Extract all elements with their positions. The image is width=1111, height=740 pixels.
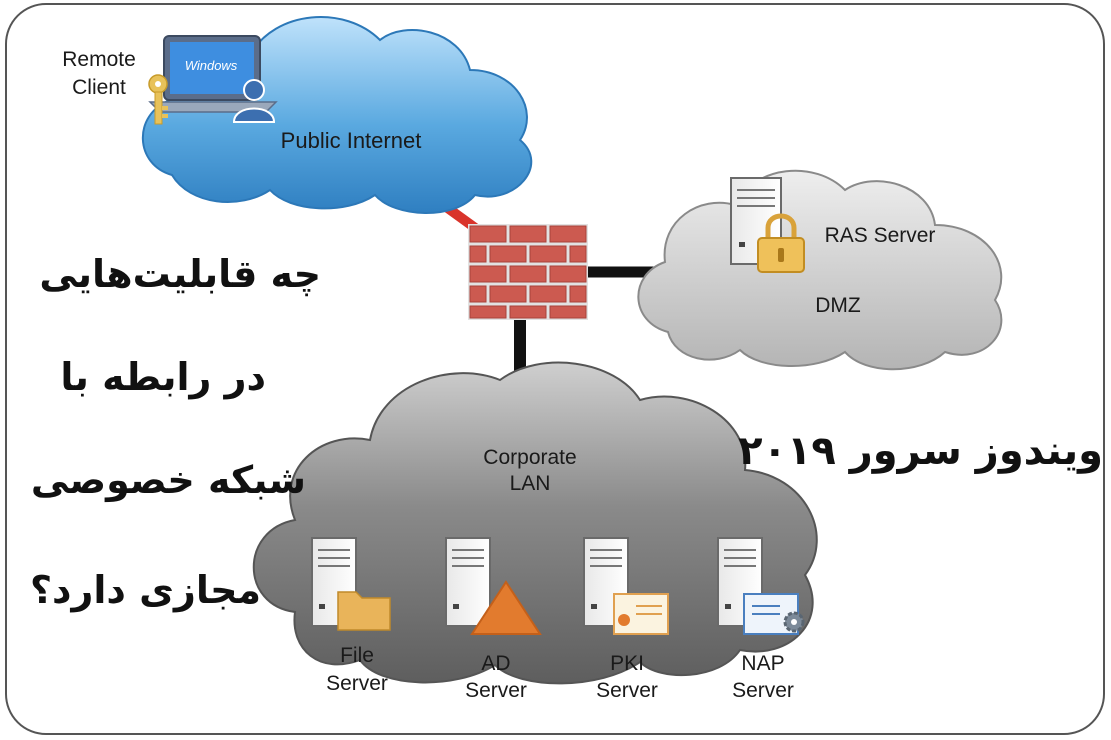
pki-server-label-line1: PKI	[610, 652, 644, 675]
ad-server-label-line2: Server	[465, 679, 527, 702]
corporate-lan-cloud	[252, 361, 818, 685]
remote-client-label-line1: Remote	[62, 48, 136, 71]
overlay-title-line3: شبکه خصوصی	[30, 458, 306, 502]
file-server-label-line1: File	[340, 644, 374, 667]
pki-server-label-line2: Server	[596, 679, 658, 702]
dmz-cloud	[637, 169, 1003, 371]
certificate-icon	[613, 593, 669, 635]
laptop-screen-text: Windows	[185, 58, 238, 73]
public-internet-label: Public Internet	[281, 128, 422, 153]
overlay-title-line2: در رابطه با	[60, 355, 266, 399]
laptop-icon	[148, 35, 278, 113]
overlay-title-line4: مجازی دارد؟	[29, 568, 261, 612]
triangle-icon	[470, 580, 542, 635]
ad-server-icon	[445, 537, 491, 627]
user-icon	[232, 79, 276, 123]
overlay-title-line1: چه قابلیت‌هایی	[39, 252, 321, 296]
certificate-gear-icon	[743, 593, 805, 635]
ras-server-label: RAS Server	[825, 224, 936, 247]
corporate-lan-label-line1: Corporate	[483, 446, 576, 469]
folder-icon	[337, 591, 391, 631]
file-server-label-line2: Server	[326, 672, 388, 695]
lock-icon	[757, 213, 805, 273]
firewall-icon	[468, 224, 588, 320]
remote-client-label-line2: Client	[72, 76, 126, 99]
ad-server-label-line1: AD	[481, 652, 510, 675]
dmz-label: DMZ	[815, 294, 861, 317]
nap-server-label-line2: Server	[732, 679, 794, 702]
overlay-right-title: ویندوز سرور ۲۰۱۹	[738, 428, 1103, 474]
nap-server-label-line1: NAP	[741, 652, 784, 675]
key-icon	[148, 74, 168, 125]
corporate-lan-label-line2: LAN	[510, 472, 551, 495]
